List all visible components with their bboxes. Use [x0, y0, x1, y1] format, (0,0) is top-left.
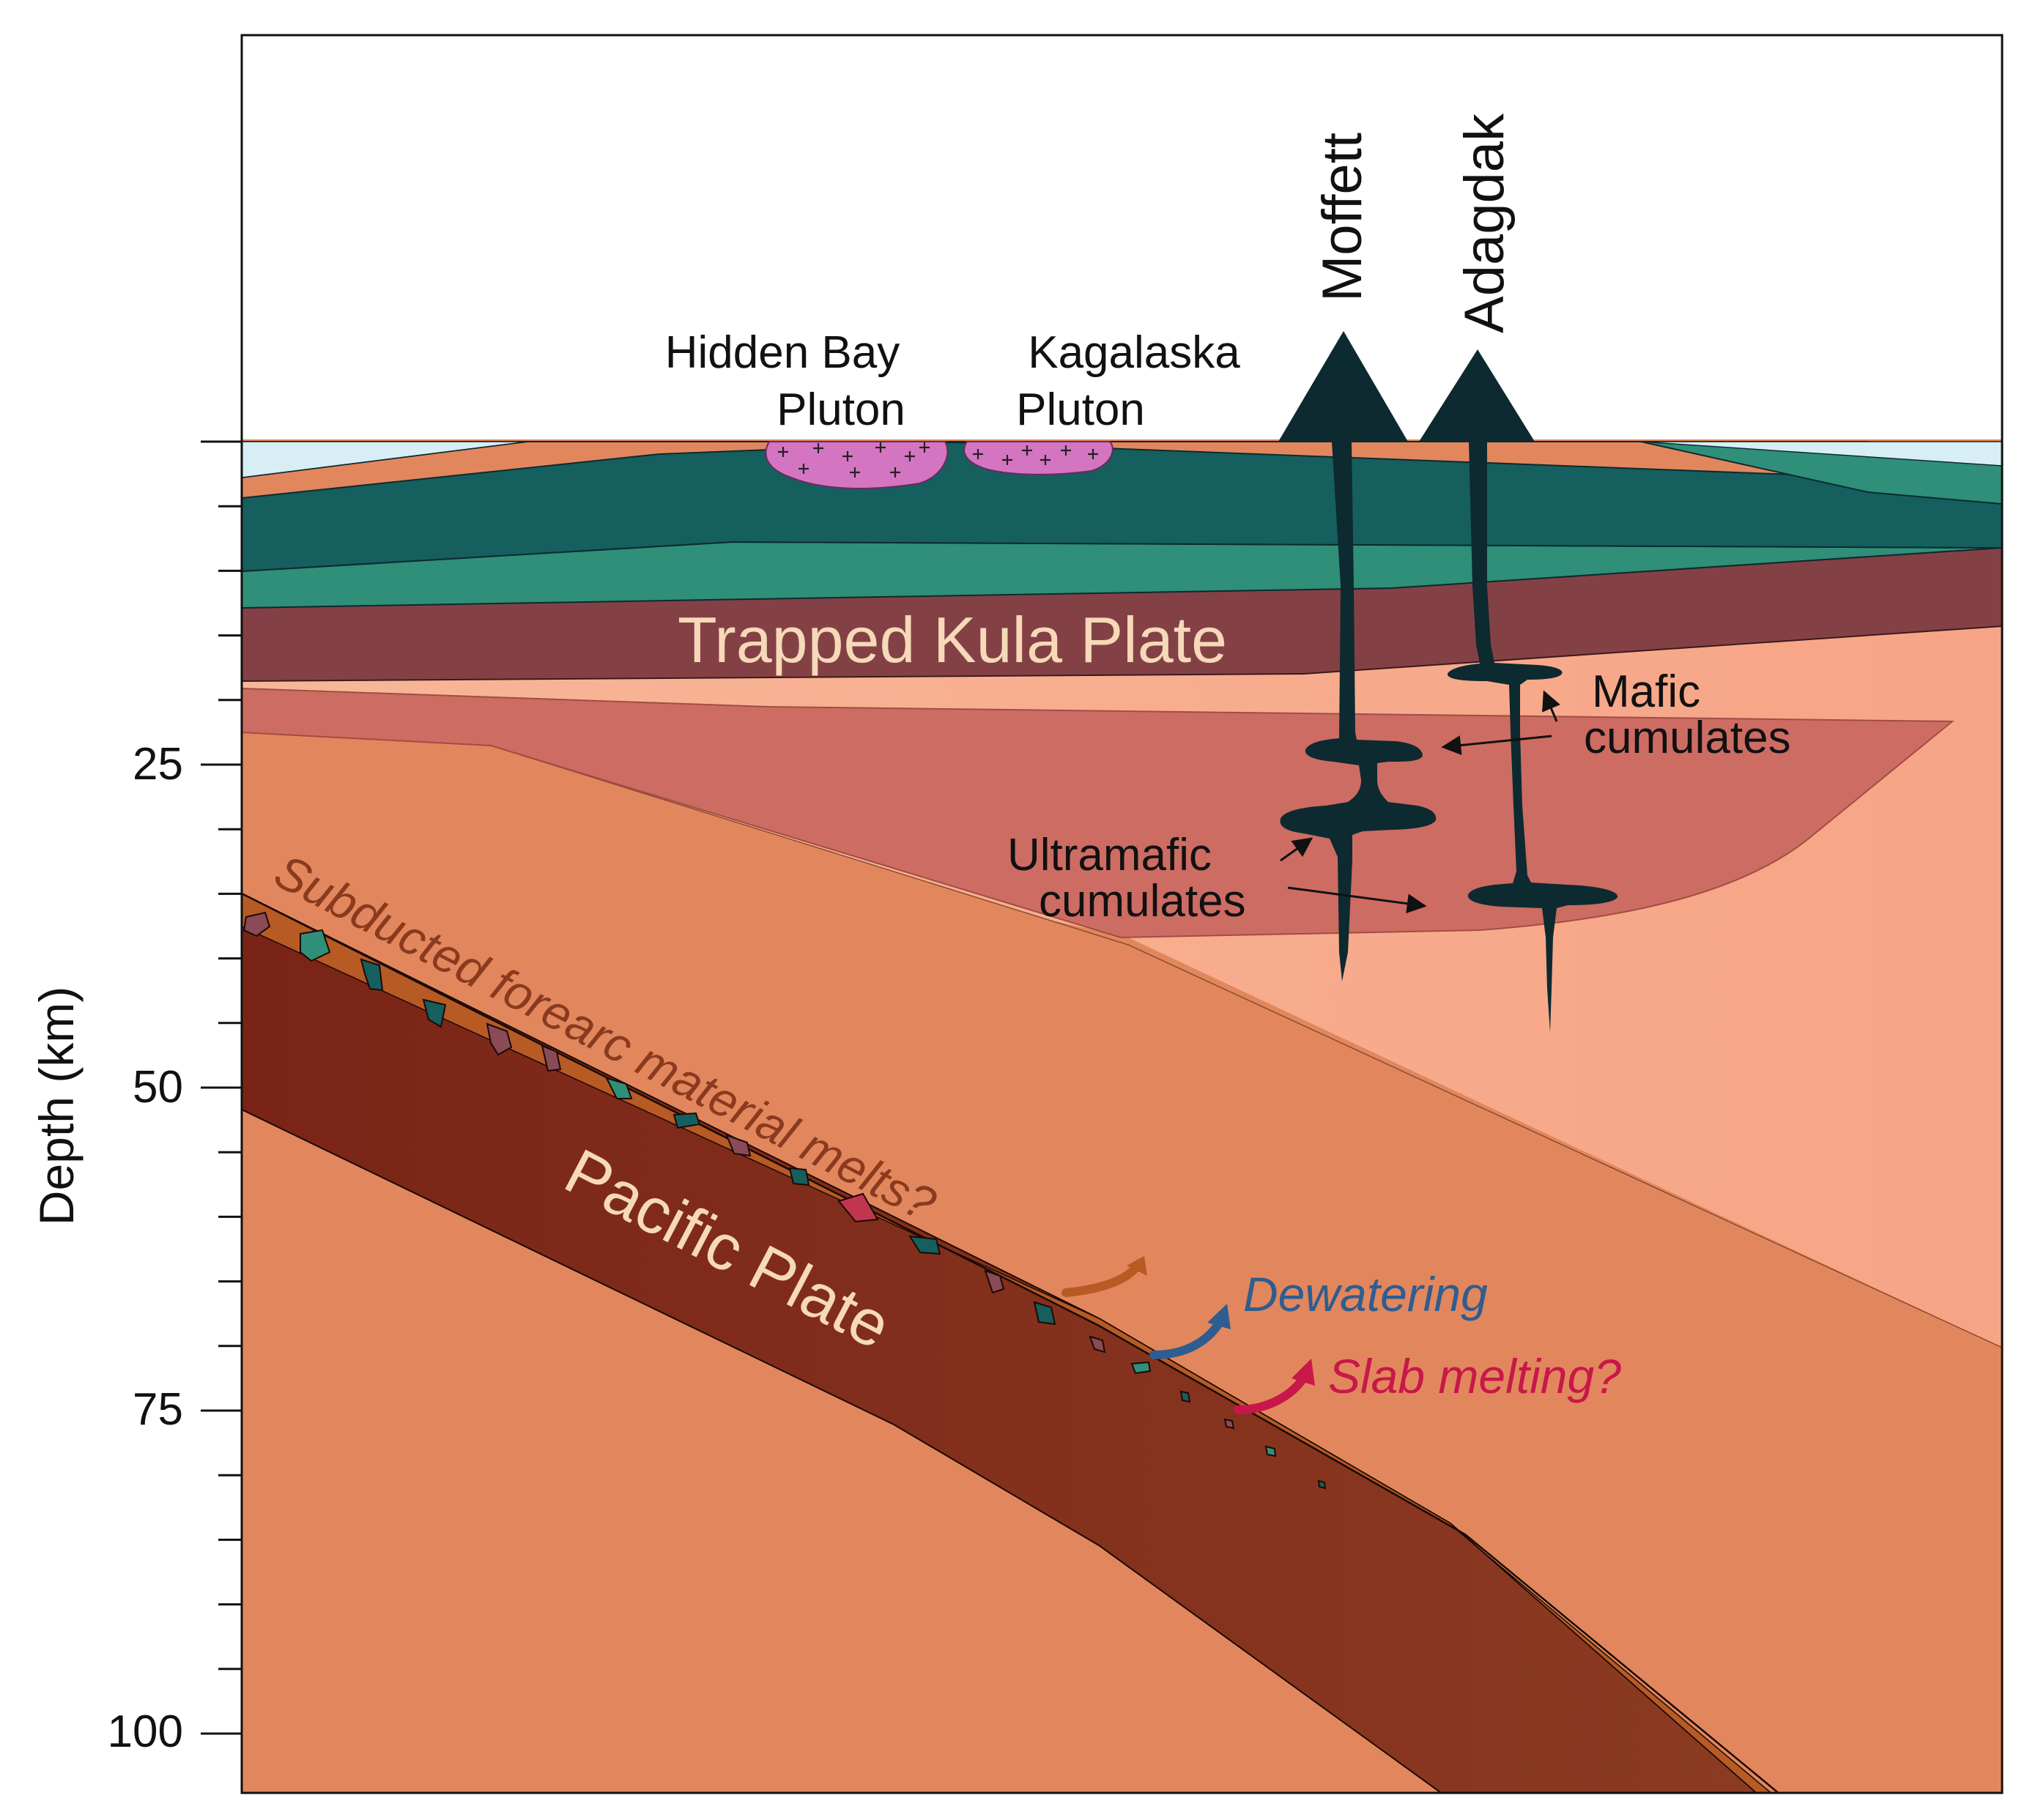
hidden-bay-pluton	[765, 441, 949, 489]
moffett-label: Moffett	[1311, 133, 1374, 302]
mafic-label-line2: cumulates	[1584, 713, 1791, 763]
kagalaska-pluton	[963, 441, 1113, 475]
ultramafic-arrow-right	[1287, 886, 1427, 914]
slab-melting-arrow	[1234, 1373, 1308, 1414]
hidden-bay-label-line1: Hidden Bay	[665, 327, 900, 378]
adagdak-volcano	[1419, 349, 1535, 442]
kula-plate-label: Trapped Kula Plate	[678, 603, 1227, 676]
dewatering-label: Dewatering	[1243, 1267, 1488, 1321]
tick-label-100: 100	[108, 1706, 183, 1757]
tick-label-75: 75	[133, 1384, 183, 1435]
mafic-arrow-up	[1542, 690, 1560, 722]
sea-left	[242, 441, 528, 478]
moffett-volcano	[1278, 331, 1408, 442]
slab-upper-line	[242, 892, 1780, 1793]
ultramafic-label-line2: cumulates	[1039, 876, 1246, 926]
ultramafic-label-line1: Ultramafic	[1007, 830, 1212, 880]
tick-label-50: 50	[133, 1062, 183, 1113]
ultramafic-arrow-up	[1280, 837, 1313, 862]
adagdak-label: Adagdak	[1453, 113, 1516, 333]
mafic-arrow-left	[1441, 735, 1552, 755]
forearc-fragments	[242, 911, 1327, 1490]
hidden-bay-label-line2: Pluton	[777, 385, 905, 435]
sea-right	[1640, 441, 2002, 467]
dewatering-arrow	[1149, 1318, 1224, 1359]
kagalaska-label-line1: Kagalaska	[1028, 327, 1240, 378]
slab-melting-arrowhead	[1292, 1359, 1315, 1386]
mafic-label-line1: Mafic	[1592, 666, 1700, 717]
kagalaska-label-line2: Pluton	[1016, 385, 1145, 435]
dewatering-arrowhead	[1207, 1304, 1231, 1329]
y-axis-label: Depth (km)	[29, 987, 84, 1225]
plot-frame	[240, 34, 2004, 1794]
melt-arrowhead	[1127, 1256, 1147, 1276]
slab-melting-label: Slab melting?	[1328, 1349, 1621, 1403]
depth-axis-ticks	[201, 440, 242, 1735]
tick-label-25: 25	[133, 739, 183, 790]
crust-dark-layer	[242, 441, 2002, 573]
